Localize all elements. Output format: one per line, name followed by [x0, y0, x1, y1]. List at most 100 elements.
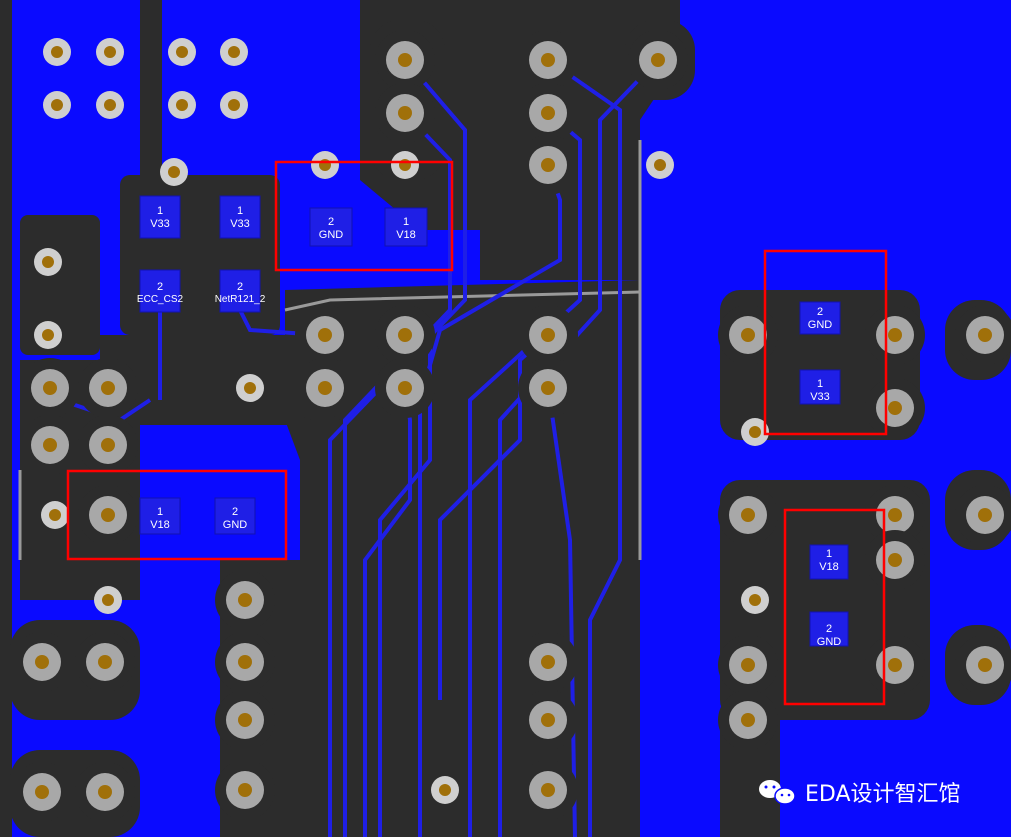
tht-pad: [215, 760, 275, 820]
highlight-box: [66, 469, 288, 561]
pad-labels: 1 V33 1 V33 2 ECC_CS2 2 NetR121_2 2 GND …: [137, 205, 841, 648]
pad-net: V18: [819, 561, 839, 573]
via: [391, 151, 419, 179]
tht-pad: [518, 135, 578, 195]
via: [220, 91, 248, 119]
tht-pad: [718, 690, 778, 750]
tht-pad: [718, 635, 778, 695]
smd-pad: [799, 301, 841, 335]
tht-pad: [865, 305, 925, 365]
pad-net: NetR121_2: [215, 294, 266, 305]
via: [168, 91, 196, 119]
tht-pad: [518, 632, 578, 692]
highlight-box: [783, 508, 886, 706]
via: [34, 321, 62, 349]
pad-net: GND: [223, 519, 248, 531]
pad-number: 2: [157, 281, 163, 293]
tht-pad: [955, 305, 1011, 365]
via: [43, 91, 71, 119]
tht-pad: [955, 635, 1011, 695]
tht-pad: [628, 30, 688, 90]
pad-net: V33: [150, 218, 170, 230]
pad-number: 1: [237, 205, 243, 217]
via: [160, 158, 188, 186]
tht-pad: [295, 305, 355, 365]
watermark: EDA设计智汇馆: [759, 780, 961, 807]
via: [220, 38, 248, 66]
tht-pad: [865, 378, 925, 438]
tht-pad: [865, 530, 925, 590]
via: [741, 586, 769, 614]
tht-pad: [718, 305, 778, 365]
tht-pad: [12, 632, 72, 692]
via: [96, 38, 124, 66]
tht-pad: [375, 83, 435, 143]
smd-pad: [309, 207, 353, 247]
pad-number: 2: [328, 216, 334, 228]
tht-pad: [375, 358, 435, 418]
smd-pad: [139, 195, 181, 239]
tht-pad: [518, 30, 578, 90]
smd-pad: [219, 269, 261, 313]
smd-pad: [214, 497, 256, 535]
tht-pad: [375, 30, 435, 90]
pad-number: 1: [403, 216, 409, 228]
highlight-box: [763, 249, 888, 436]
board-outlines: [18, 140, 642, 560]
via: [94, 586, 122, 614]
via: [311, 151, 339, 179]
via: [236, 374, 264, 402]
smd-pad: [139, 497, 181, 535]
smd-pad: [809, 611, 849, 647]
tht-pad: [78, 415, 138, 475]
tht-pad: [955, 485, 1011, 545]
tht-pad: [518, 760, 578, 820]
pad-number: 2: [817, 306, 823, 318]
tht-pad: [518, 305, 578, 365]
pad-number: 2: [826, 623, 832, 635]
smd-pad: [809, 544, 849, 580]
smd-pads: [139, 195, 849, 647]
smd-pad: [139, 269, 181, 313]
tht-pad: [78, 485, 138, 545]
tht-pad: [865, 635, 925, 695]
tht-pad: [518, 690, 578, 750]
tht-pad: [865, 485, 925, 545]
smd-pad: [799, 369, 841, 405]
tht-pad: [20, 358, 80, 418]
tht-pad: [20, 415, 80, 475]
pad-net: V18: [150, 519, 170, 531]
via: [646, 151, 674, 179]
tht-pad: [75, 632, 135, 692]
pad-net: GND: [817, 636, 842, 648]
pad-number: 1: [157, 506, 163, 518]
tht-pad: [215, 570, 275, 630]
tht-pad: [12, 762, 72, 822]
via: [431, 776, 459, 804]
via: [41, 501, 69, 529]
pad-number: 1: [817, 378, 823, 390]
via: [741, 418, 769, 446]
tht-pad: [78, 358, 138, 418]
via: [168, 38, 196, 66]
highlight-box: [274, 160, 454, 272]
pad-number: 1: [157, 205, 163, 217]
through-hole-pads: [12, 30, 1011, 822]
tht-pad: [215, 690, 275, 750]
pad-number: 2: [232, 506, 238, 518]
pad-net: V33: [230, 218, 250, 230]
pad-net: ECC_CS2: [137, 294, 184, 305]
tht-pad: [215, 632, 275, 692]
watermark-text: EDA设计智汇馆: [805, 782, 961, 807]
pad-net: V33: [810, 391, 830, 403]
wechat-icon: [759, 780, 796, 805]
pad-number: 1: [826, 548, 832, 560]
pad-net: GND: [808, 319, 833, 331]
pad-net: GND: [319, 229, 344, 241]
smd-pad: [384, 207, 428, 247]
tht-pad: [718, 485, 778, 545]
tht-pad: [75, 762, 135, 822]
tht-pad: [518, 83, 578, 143]
tht-pad: [295, 358, 355, 418]
